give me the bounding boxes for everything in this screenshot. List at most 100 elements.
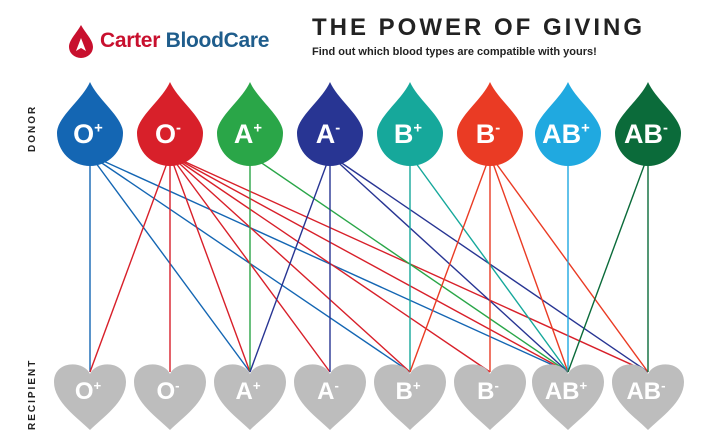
- donor-ab-pos-type: AB: [542, 119, 581, 149]
- compat-line-b-neg-to-ab-neg: [489, 154, 649, 373]
- recipient-b-pos-label: B+: [395, 378, 420, 405]
- donor-a-neg-drop: A-: [297, 82, 363, 166]
- donor-o-pos-drop: O+: [57, 82, 123, 166]
- recipient-o-neg-heart: O-: [134, 364, 206, 430]
- compat-line-a-pos-to-ab-pos: [249, 154, 569, 373]
- recipient-o-pos-sign: +: [93, 378, 101, 393]
- donor-drops: O+O-A+A-B+B-AB+AB-: [57, 82, 681, 166]
- donor-o-neg-type: O: [155, 119, 176, 149]
- compat-line-b-neg-to-ab-pos: [489, 154, 569, 373]
- donor-b-pos-type: B: [394, 119, 414, 149]
- donor-ab-neg-drop: AB-: [615, 82, 681, 166]
- recipient-o-pos-type: O: [75, 378, 94, 405]
- blood-drop-icon: [137, 82, 203, 166]
- donor-b-neg-label: B-: [476, 119, 501, 149]
- recipient-hearts: O+O-A+A-B+B-AB+AB-: [54, 364, 684, 430]
- blood-drop-icon: [57, 82, 123, 166]
- recipient-a-neg-sign: -: [334, 378, 338, 393]
- recipient-ab-pos-type: AB: [545, 378, 580, 405]
- heart-icon: [532, 364, 604, 430]
- recipient-b-neg-sign: -: [494, 378, 498, 393]
- recipient-o-pos-label: O+: [75, 378, 102, 405]
- heart-icon: [214, 364, 286, 430]
- donor-a-pos-sign: +: [253, 121, 262, 137]
- recipient-o-neg-sign: -: [175, 378, 179, 393]
- page-subtitle: Find out which blood types are compatibl…: [312, 46, 597, 58]
- heart-icon: [374, 364, 446, 430]
- compat-line-ab-neg-to-ab-pos: [567, 154, 649, 373]
- donor-o-pos-type: O: [73, 119, 94, 149]
- blood-drop-icon: [217, 82, 283, 166]
- heart-icon: [454, 364, 526, 430]
- compat-line-o-neg-to-ab-pos: [169, 154, 569, 373]
- recipient-a-neg-type: A: [317, 378, 334, 405]
- donor-ab-neg-sign: -: [663, 121, 668, 137]
- brand-name-part1: Carter: [100, 29, 161, 52]
- donor-o-pos-sign: +: [94, 121, 103, 137]
- recipient-b-pos-type: B: [395, 378, 412, 405]
- compat-line-a-neg-to-a-pos: [249, 154, 331, 373]
- recipient-o-pos-heart: O+: [54, 364, 126, 430]
- recipient-ab-pos-sign: +: [579, 378, 587, 393]
- donor-o-neg-drop: O-: [137, 82, 203, 166]
- heart-icon: [612, 364, 684, 430]
- recipient-a-pos-type: A: [235, 378, 252, 405]
- donor-a-neg-sign: -: [335, 121, 340, 137]
- recipient-a-neg-heart: A-: [294, 364, 366, 430]
- recipient-o-neg-type: O: [156, 378, 175, 405]
- donor-o-pos-label: O+: [73, 119, 103, 149]
- blood-drop-logo-icon: [69, 25, 93, 58]
- donor-ab-neg-label: AB-: [624, 119, 668, 149]
- donor-b-pos-sign: +: [413, 121, 422, 137]
- blood-drop-icon: [457, 82, 523, 166]
- donor-a-pos-label: A+: [234, 119, 263, 149]
- heart-icon: [134, 364, 206, 430]
- blood-drop-icon: [377, 82, 443, 166]
- blood-drop-icon: [615, 82, 681, 166]
- brand-logo: Carter BloodCare: [66, 24, 269, 58]
- donor-b-neg-type: B: [476, 119, 496, 149]
- donor-ab-pos-drop: AB+: [535, 82, 601, 166]
- recipient-ab-pos-label: AB+: [545, 378, 588, 405]
- brand-name: Carter BloodCare: [100, 29, 269, 53]
- recipient-ab-neg-heart: AB-: [612, 364, 684, 430]
- donor-a-neg-label: A-: [316, 119, 341, 149]
- recipient-a-pos-label: A+: [235, 378, 260, 405]
- recipient-b-neg-label: B-: [477, 378, 499, 405]
- heart-icon: [54, 364, 126, 430]
- recipient-ab-pos-heart: AB+: [532, 364, 604, 430]
- donor-b-pos-drop: B+: [377, 82, 443, 166]
- donor-b-pos-label: B+: [394, 119, 423, 149]
- recipient-a-neg-label: A-: [317, 378, 339, 405]
- recipient-ab-neg-label: AB-: [626, 378, 665, 405]
- compat-line-o-neg-to-a-pos: [169, 154, 251, 373]
- donor-ab-pos-label: AB+: [542, 119, 590, 149]
- compat-line-b-neg-to-b-pos: [409, 154, 491, 373]
- heart-icon: [294, 364, 366, 430]
- donor-a-neg-type: A: [316, 119, 336, 149]
- donor-o-neg-label: O-: [155, 119, 181, 149]
- recipient-a-pos-sign: +: [253, 378, 261, 393]
- donor-ab-neg-type: AB: [624, 119, 663, 149]
- donor-a-pos-type: A: [234, 119, 254, 149]
- compat-line-b-pos-to-ab-pos: [409, 154, 569, 373]
- compat-line-a-neg-to-ab-pos: [329, 154, 569, 373]
- blood-drop-icon: [297, 82, 363, 166]
- donor-b-neg-drop: B-: [457, 82, 523, 166]
- compatibility-lines: [89, 154, 649, 373]
- page-title: THE POWER OF GIVING: [312, 14, 646, 41]
- donor-a-pos-drop: A+: [217, 82, 283, 166]
- recipient-ab-neg-sign: -: [661, 378, 665, 393]
- recipient-ab-neg-type: AB: [626, 378, 661, 405]
- blood-drop-icon: [535, 82, 601, 166]
- donor-ab-pos-sign: +: [581, 121, 590, 137]
- brand-name-part2: BloodCare: [165, 29, 270, 52]
- recipient-a-pos-heart: A+: [214, 364, 286, 430]
- donor-o-neg-sign: -: [176, 121, 181, 137]
- recipient-o-neg-label: O-: [156, 378, 179, 405]
- donor-b-neg-sign: -: [495, 121, 500, 137]
- recipient-b-pos-heart: B+: [374, 364, 446, 430]
- recipient-b-neg-type: B: [477, 378, 494, 405]
